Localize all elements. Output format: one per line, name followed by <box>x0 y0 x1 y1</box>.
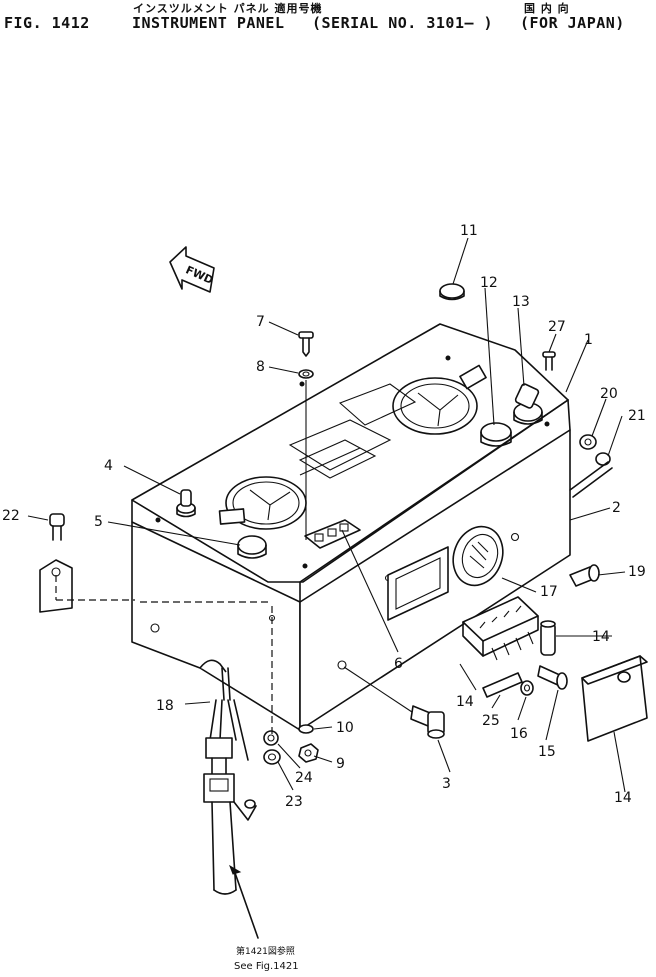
callout-18: 17 <box>540 584 558 600</box>
leader-lines <box>27 237 626 793</box>
callout-13: 13 <box>512 294 530 310</box>
callout-19: 18 <box>156 698 174 714</box>
callout-15: 14 <box>592 629 610 645</box>
panel-right-face-parts <box>387 525 539 661</box>
callout-4: 4 <box>104 458 113 474</box>
reference-arrow-icon <box>229 864 259 939</box>
callout-24: 23 <box>285 794 303 810</box>
forward-arrow-icon: FWD <box>169 246 215 293</box>
callout-3: 3 <box>442 776 451 792</box>
region-label: (FOR JAPAN) <box>520 14 625 32</box>
round-switch <box>480 422 512 447</box>
callout-11: 11 <box>460 223 478 239</box>
callout-9: 9 <box>336 756 345 772</box>
figure-number: FIG. 1412 <box>4 14 90 32</box>
left-bracket <box>39 559 273 738</box>
wire-harness <box>203 667 257 895</box>
callout-12: 12 <box>480 275 498 291</box>
callout-1: 1 <box>584 332 593 348</box>
callout-2: 2 <box>612 500 621 516</box>
callout-21: 20 <box>600 386 618 402</box>
callout-8: 8 <box>256 359 265 375</box>
callout-16: 15 <box>538 744 556 760</box>
callout-22: 21 <box>628 408 646 424</box>
japanese-title: インスツルメント パネル 適用号機 <box>133 2 323 15</box>
callout-20: 19 <box>628 564 646 580</box>
callout-23: 22 <box>2 508 20 524</box>
toggle-switch <box>176 489 196 518</box>
japanese-region: 国 内 向 <box>524 2 570 15</box>
callout-14-cover: 14 <box>614 790 632 806</box>
key-switch <box>513 383 543 425</box>
callout-17: 16 <box>510 726 528 742</box>
callout-10: 10 <box>336 720 354 736</box>
callout-7: 7 <box>256 314 265 330</box>
see-figure-jp: 第1421図参照 <box>236 945 295 957</box>
indicator-block <box>304 519 361 549</box>
see-figure-en: See Fig.1421 <box>234 961 299 972</box>
loose-hardware <box>49 434 648 765</box>
callout-6: 6 <box>394 656 403 672</box>
callout-27: 27 <box>548 319 566 335</box>
figure-title: INSTRUMENT PANEL <box>132 14 285 32</box>
callout-25: 24 <box>295 770 313 786</box>
callout-26: 25 <box>482 713 500 729</box>
callout-5: 5 <box>94 514 103 530</box>
panel-top-details <box>155 355 550 569</box>
rubber-cap <box>439 283 465 301</box>
screw-and-washer <box>298 331 556 379</box>
serial-range: (SERIAL NO. 3101— ) <box>312 14 494 32</box>
callout-numbers: 11 12 13 27 1 20 21 7 8 4 5 22 2 19 17 1… <box>2 223 646 810</box>
callout-14: 14 <box>456 694 474 710</box>
